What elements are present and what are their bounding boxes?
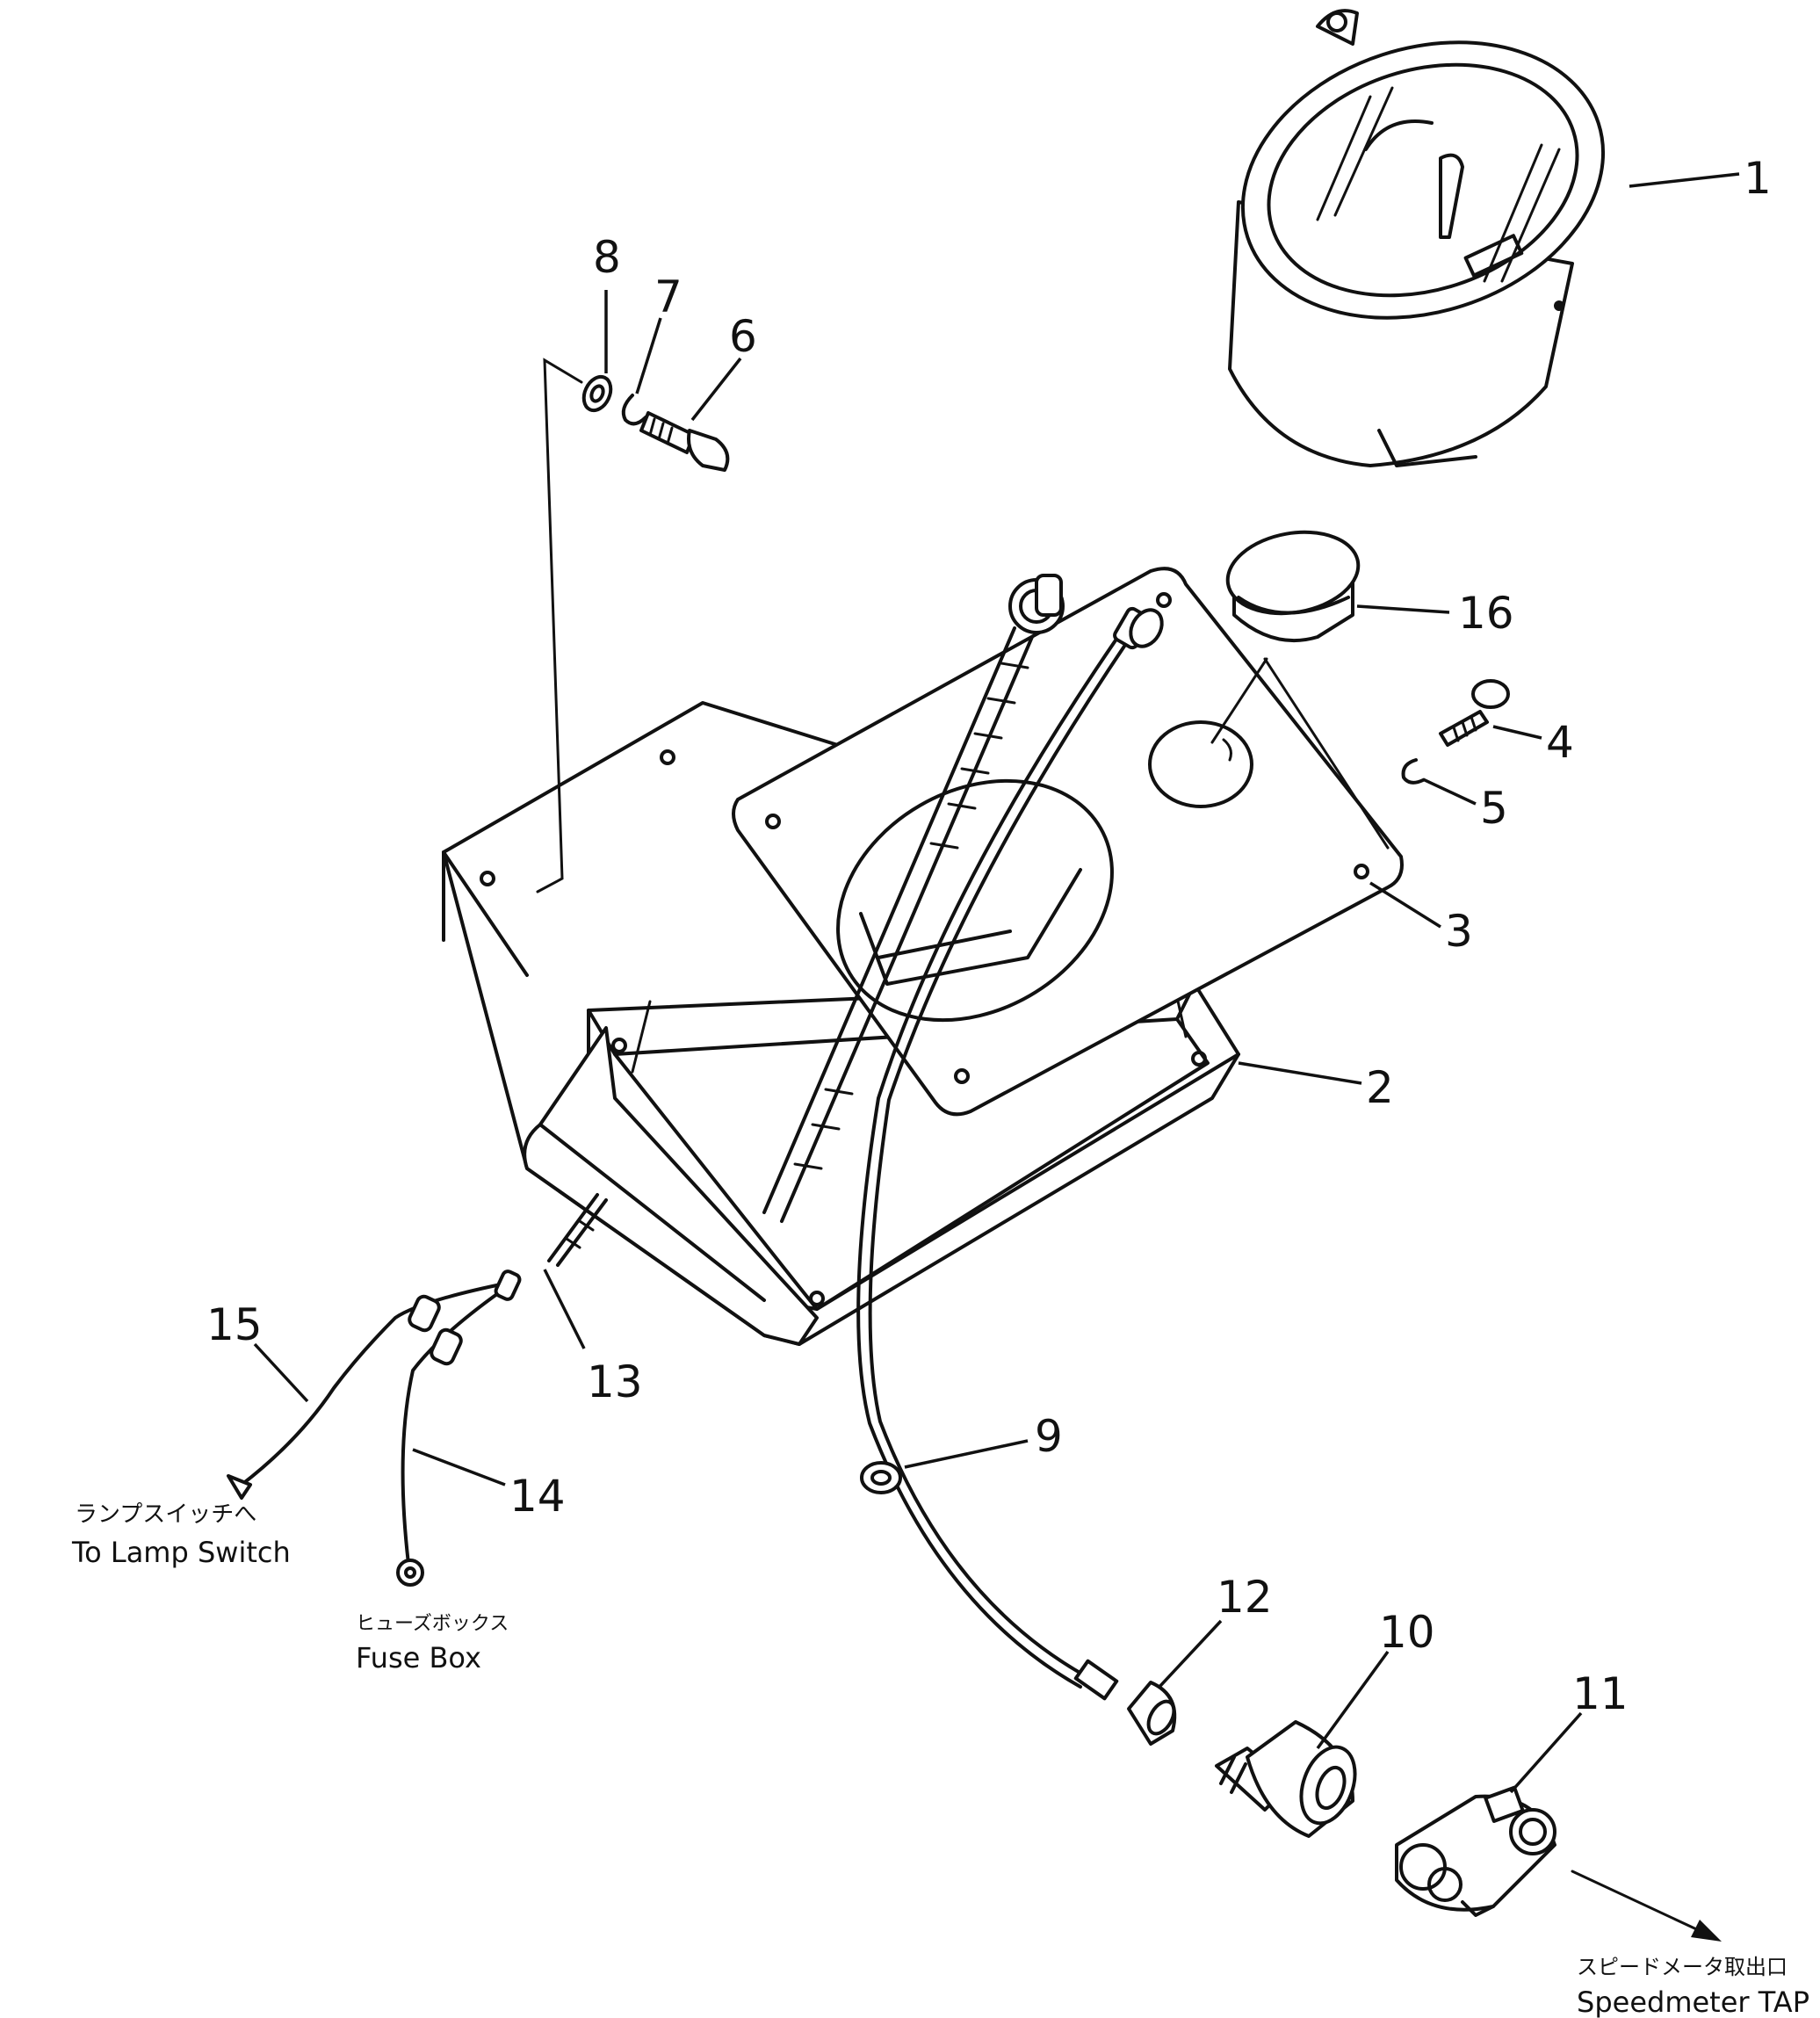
callout-16: 16 [1458, 588, 1514, 639]
callout-8: 8 [593, 232, 621, 283]
lamp-harness [547, 574, 1065, 1267]
captions: ランプスイッチへ To Lamp Switch ヒューズボックス Fuse Bo… [71, 1501, 1809, 2018]
flat-washer [581, 374, 613, 413]
fuse-box-caption-jp: ヒューズボックス [356, 1613, 509, 1635]
callout-1: 1 [1744, 153, 1772, 204]
callout-5: 5 [1480, 783, 1508, 834]
speedometer-tap [1395, 1785, 1556, 1917]
lamp-switch-caption-jp: ランプスイッチへ [75, 1501, 256, 1528]
screw [1439, 679, 1510, 747]
tap-direction-arrow [1571, 1870, 1722, 1942]
speedmeter-tap-caption-en: Speedmeter TAP [1577, 1985, 1809, 2018]
callout-10: 10 [1379, 1607, 1435, 1658]
leader-lines [253, 172, 1740, 1794]
screw-washer [1401, 758, 1425, 785]
callout-15: 15 [206, 1299, 263, 1350]
callout-12: 12 [1217, 1572, 1273, 1623]
callout-4: 4 [1546, 717, 1574, 768]
callout-13: 13 [587, 1356, 643, 1407]
callout-3: 3 [1445, 906, 1473, 957]
instrument-housing [442, 701, 1240, 1346]
grommet [860, 1461, 902, 1494]
lock-washer [621, 394, 647, 426]
lamp-switch-caption-en: To Lamp Switch [71, 1536, 291, 1569]
cable-nut [1073, 1659, 1177, 1746]
speedmeter-tap-caption-jp: スピードメータ取出口 [1577, 1955, 1788, 1979]
callout-2: 2 [1366, 1062, 1394, 1113]
speedometer-gauge [1228, 9, 1606, 467]
fuse-wire [396, 1290, 502, 1587]
speedometer-cable [856, 606, 1164, 1689]
cable-adapter [1215, 1720, 1357, 1838]
callout-6: 6 [729, 311, 757, 362]
blanking-plug [1225, 530, 1361, 643]
assembly-guides [536, 358, 1390, 893]
mounting-plate [732, 567, 1404, 1117]
lamp-wire [227, 1269, 522, 1500]
fuse-box-caption-en: Fuse Box [356, 1641, 481, 1674]
callout-14: 14 [509, 1471, 566, 1522]
callout-9: 9 [1035, 1411, 1063, 1462]
bolt [639, 411, 730, 472]
callout-11: 11 [1572, 1668, 1629, 1719]
callout-7: 7 [654, 271, 682, 322]
callout-numbers: 1 2 3 4 5 6 7 8 9 10 11 12 13 14 15 16 [206, 153, 1772, 1719]
